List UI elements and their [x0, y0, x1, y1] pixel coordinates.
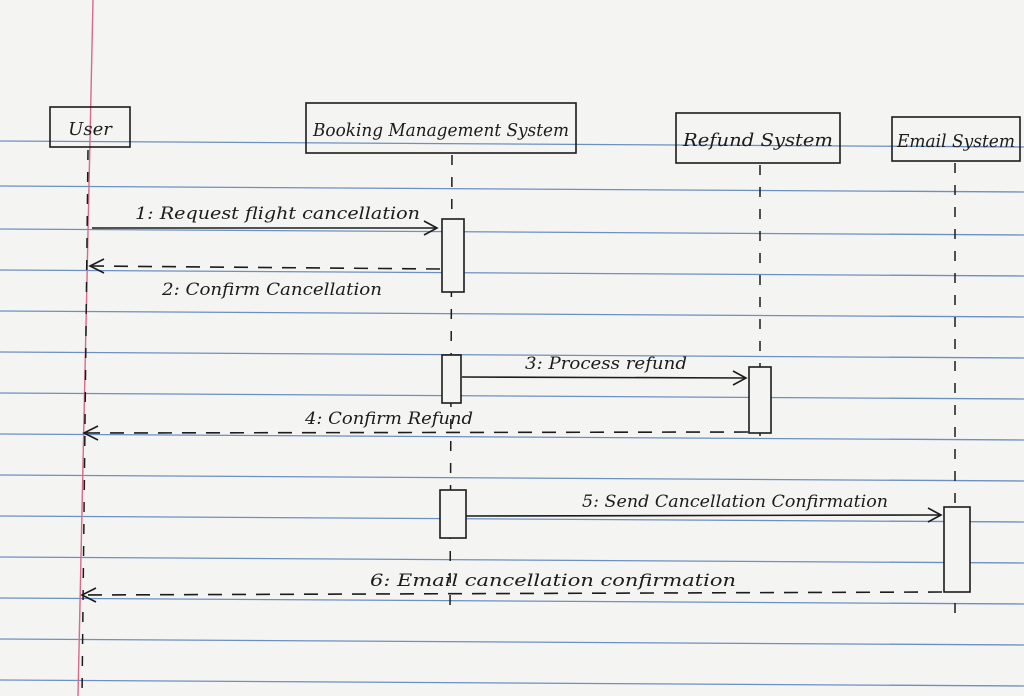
arrowhead: [80, 587, 97, 603]
arrowhead: [423, 220, 439, 236]
participant-label: Booking Management System: [312, 120, 569, 141]
participant-booking-management-system: Booking Management System: [305, 102, 577, 154]
ruled-line: [0, 638, 1024, 646]
ruled-line: [0, 597, 1024, 605]
ruled-line: [0, 140, 1024, 148]
message-label: 1: Request flight cancellation: [135, 204, 420, 224]
participant-label: User: [68, 119, 113, 140]
ruled-line: [0, 392, 1024, 400]
message-label: 6: Email cancellation confirmation: [370, 571, 736, 591]
message-6: 6: Email cancellation confirmation: [80, 571, 943, 603]
ruled-line: [0, 351, 1024, 359]
lifeline-user: [81, 149, 89, 696]
arrowhead: [82, 425, 99, 441]
message-arrow: [91, 265, 441, 270]
activation-bar: [748, 366, 772, 434]
message-label: 5: Send Cancellation Confirmation: [582, 492, 888, 512]
ruled-line: [0, 556, 1024, 564]
message-5: 5: Send Cancellation Confirmation: [465, 492, 943, 523]
participant-user: User: [49, 106, 131, 148]
arrowhead: [732, 370, 748, 386]
activation-bar: [441, 354, 462, 404]
message-label: 3: Process refund: [525, 354, 687, 374]
message-2: 2: Confirm Cancellation: [88, 258, 441, 300]
message-arrow: [461, 376, 746, 379]
message-label: 2: Confirm Cancellation: [161, 280, 382, 300]
message-3: 3: Process refund: [461, 354, 748, 386]
ruled-line: [0, 310, 1024, 318]
ruled-line: [0, 474, 1024, 482]
participant-email-system: Email System: [891, 116, 1021, 162]
activation-bar: [439, 489, 467, 539]
message-4: 4: Confirm Refund: [82, 409, 749, 441]
participant-refund-system: Refund System: [675, 112, 841, 164]
participant-label: Refund System: [682, 130, 833, 151]
message-1: 1: Request flight cancellation: [92, 204, 439, 236]
message-label: 4: Confirm Refund: [304, 409, 473, 429]
arrowhead: [927, 507, 943, 523]
arrowhead: [88, 258, 105, 274]
ruled-line: [0, 228, 1024, 236]
ruled-line: [0, 515, 1024, 523]
message-arrow: [465, 514, 941, 517]
participant-label: Email System: [896, 131, 1015, 152]
activation-bar: [943, 506, 971, 593]
ruled-line: [0, 269, 1024, 277]
activation-bar: [441, 218, 465, 293]
ruled-line: [0, 185, 1024, 193]
ruled-line: [0, 433, 1024, 441]
ruled-line: [0, 679, 1024, 687]
